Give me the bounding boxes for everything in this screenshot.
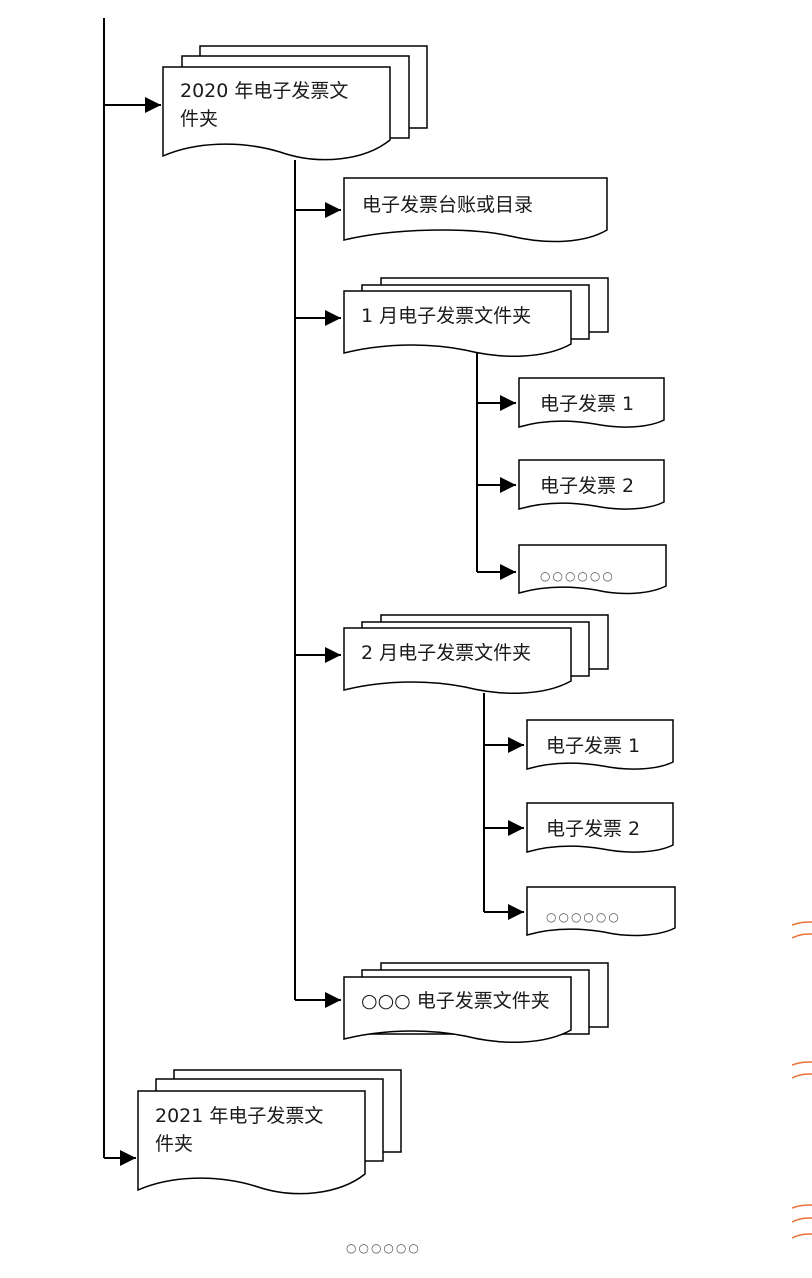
m2-more-shape xyxy=(526,886,676,937)
m2-invoice1-label: 电子发票 1 xyxy=(546,735,641,757)
m1-more-shape xyxy=(518,544,667,595)
connector-lines xyxy=(103,18,524,1166)
month2-folder-shape xyxy=(343,614,609,694)
ledger-doc-shape xyxy=(343,177,608,243)
m1-invoice2-label: 电子发票 2 xyxy=(540,475,635,497)
m1-more-label: ○○○○○○ xyxy=(540,569,615,583)
month2-folder-label: 2 月电子发票文件夹 xyxy=(361,642,532,664)
m1-invoice1-shape xyxy=(518,377,665,428)
more-folders-shape xyxy=(343,962,609,1043)
folder-2020-label: 2020 年电子发票文 件夹 xyxy=(180,80,349,130)
folder-2021-shape xyxy=(137,1069,402,1195)
month1-folder-shape xyxy=(343,277,609,357)
m2-more-label: ○○○○○○ xyxy=(546,910,621,924)
folder-2020-shape xyxy=(162,45,428,161)
folder-2021-label: 2021 年电子发票文 件夹 xyxy=(155,1105,324,1155)
bottom-more-label: ○○○○○○ xyxy=(346,1241,421,1255)
document-shapes xyxy=(137,45,676,1195)
month1-folder-label: 1 月电子发票文件夹 xyxy=(361,305,532,327)
m1-invoice1-label: 电子发票 1 xyxy=(540,393,635,415)
m2-invoice2-shape xyxy=(526,802,674,853)
more-folders-label: ○○○ 电子发票文件夹 xyxy=(361,990,550,1012)
edge-decor-marks xyxy=(791,921,812,1239)
ledger-label: 电子发票台账或目录 xyxy=(362,194,534,216)
m2-invoice1-shape xyxy=(526,719,674,770)
m1-invoice2-shape xyxy=(518,459,665,510)
m2-invoice2-label: 电子发票 2 xyxy=(546,818,641,840)
